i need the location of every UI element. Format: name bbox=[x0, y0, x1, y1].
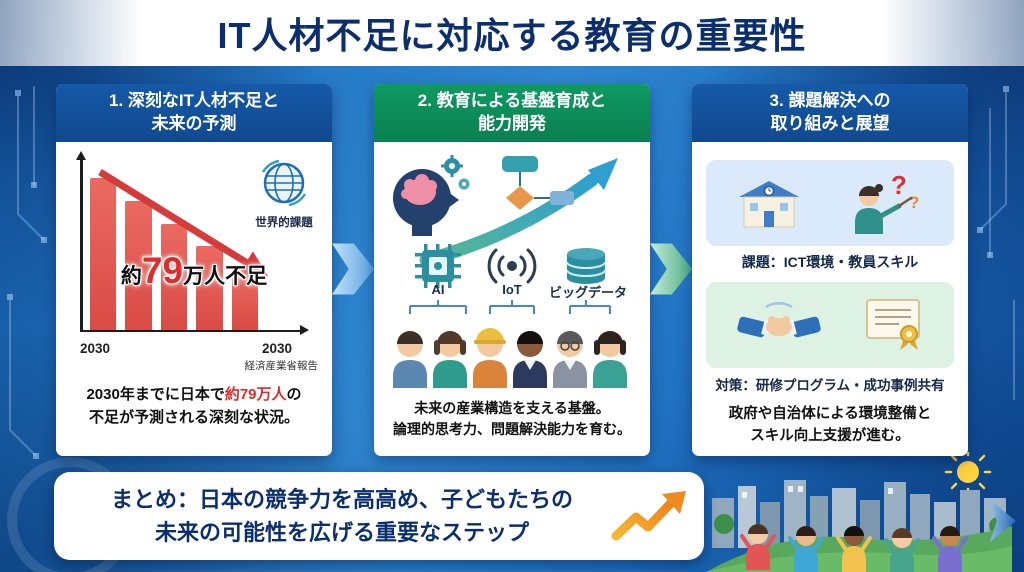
panel3-header-line1: 3. 課題解決への bbox=[769, 91, 891, 111]
panel3-header: 3. 課題解決への 取り組みと展望 bbox=[692, 84, 968, 142]
x-axis-label-left: 2030 bbox=[80, 341, 111, 356]
person-figure bbox=[433, 331, 467, 388]
certificate-icon bbox=[865, 299, 920, 350]
panel3-body: ? ? 課題：ICT環境・教員スキル bbox=[692, 142, 968, 456]
panel1-caption: 2030年までに日本で約79万人の 不足が予測される深刻な状況。 bbox=[66, 384, 322, 429]
caption-highlight: 約79万人 bbox=[224, 386, 287, 403]
panel1-header: 1. 深刻なIT人材不足と 未来の予測 bbox=[56, 84, 332, 142]
panel3-caption-line1: 政府や自治体による環境整備と bbox=[728, 406, 932, 422]
caption-line2: 不足が予測される深刻な状況。 bbox=[88, 408, 299, 426]
panel1-body: 世界的課題 約79万人不足 2030 2030 経済産業省報告 2030年までに… bbox=[56, 142, 332, 456]
iot-signal-icon bbox=[487, 248, 537, 284]
panel2-caption: 未来の産業構造を支える基盤。 論理的思考力、問題解決能力を育む。 bbox=[386, 398, 638, 440]
brain-thinking-icon bbox=[393, 155, 470, 236]
child-figure bbox=[836, 526, 872, 572]
education-graphic bbox=[393, 155, 627, 388]
bar bbox=[160, 223, 188, 330]
upward-trend-arrow-icon bbox=[611, 491, 686, 541]
panel2-caption-line1: 未来の産業構造を支える基盤。 bbox=[414, 400, 610, 416]
connector-lines bbox=[409, 300, 611, 314]
bar-chart-bars bbox=[90, 178, 259, 330]
panel2-body: AI IoT ビッグデータ 未来の産業構造を支える基盤。 論理的思考力、問題解決… bbox=[374, 142, 650, 456]
x-axis-label-right: 2030 bbox=[261, 341, 292, 356]
workforce-people-illustration bbox=[393, 328, 627, 388]
child-figure bbox=[788, 526, 824, 572]
shortage-suffix: 万人不足 bbox=[183, 265, 268, 288]
bar bbox=[231, 269, 259, 330]
chart-x-axis bbox=[80, 326, 309, 335]
child-figure bbox=[740, 524, 776, 570]
question-mark-large: ? bbox=[891, 170, 907, 200]
caption-part2: の bbox=[286, 386, 302, 403]
panel-initiatives: 3. 課題解決への 取り組みと展望 ? ? bbox=[692, 84, 968, 456]
label-bigdata: ビッグデータ bbox=[548, 285, 627, 300]
panel2-header-line2: 能力開発 bbox=[478, 114, 546, 133]
solution-card bbox=[706, 282, 954, 368]
globe-label: 世界的課題 bbox=[255, 217, 313, 229]
summary-banner: まとめ：日本の競争力を高高め、子どもたちの 未来の可能性を広げる重要なステップ bbox=[54, 472, 704, 560]
teacher-with-questions-icon: ? ? bbox=[854, 170, 919, 234]
title-band: IT人材不足に対応する教育の重要性 bbox=[0, 0, 1024, 66]
question-mark-small: ? bbox=[909, 193, 919, 212]
children-city-illustration bbox=[706, 452, 1012, 572]
panel1-header-line2: 未来の予測 bbox=[151, 114, 237, 133]
child-figure bbox=[884, 528, 920, 572]
sun-icon bbox=[944, 452, 992, 496]
person-figure bbox=[553, 331, 587, 388]
shortage-prefix: 約 bbox=[120, 265, 142, 288]
child-figure bbox=[932, 526, 968, 572]
label-iot: IoT bbox=[502, 282, 522, 297]
person-figure bbox=[593, 331, 627, 388]
panel2-caption-line2: 論理的思考力、問題解決能力を育む。 bbox=[393, 421, 631, 437]
panel1-header-line1: 1. 深刻なIT人材不足と bbox=[108, 91, 279, 111]
panel3-caption: 政府や自治体による環境整備と スキル向上支援が進む。 bbox=[702, 404, 958, 448]
big-data-database-icon bbox=[566, 248, 606, 284]
panel3-header-line2: 取り組みと展望 bbox=[770, 114, 890, 133]
children-figures bbox=[740, 524, 968, 572]
bar bbox=[90, 178, 117, 330]
page-title: IT人材不足に対応する教育の重要性 bbox=[217, 15, 807, 56]
issue-label: 課題：ICT環境・教員スキル bbox=[741, 254, 919, 270]
shortage-headline: 約79万人不足 bbox=[66, 250, 322, 292]
label-ai: AI bbox=[431, 282, 445, 297]
caption-part1: 2030年までに日本で bbox=[86, 386, 225, 403]
solution-label: 対策：研修プログラム・成功事例共有 bbox=[715, 378, 945, 393]
bar bbox=[196, 246, 223, 330]
bar bbox=[125, 200, 152, 330]
handshake-icon bbox=[736, 302, 821, 338]
person-figure bbox=[393, 331, 427, 388]
ai-chip-icon bbox=[415, 244, 461, 288]
panel-it-shortage: 1. 深刻なIT人材不足と 未来の予測 bbox=[56, 84, 332, 456]
summary-text: まとめ：日本の競争力を高高め、子どもたちの 未来の可能性を広げる重要なステップ bbox=[74, 483, 610, 549]
panel2-header-line1: 2. 教育による基盤育成と bbox=[417, 91, 607, 111]
declining-trend-arrow-icon bbox=[98, 169, 269, 276]
panel3-caption-line2: スキル向上支援が進む。 bbox=[750, 427, 910, 444]
chart-source-note: 経済産業省報告 bbox=[244, 360, 319, 372]
globe-icon bbox=[261, 159, 307, 207]
global-issue-badge: 世界的課題 bbox=[248, 158, 320, 230]
chart-y-axis bbox=[76, 151, 85, 330]
panel-education: 2. 教育による基盤育成と 能力開発 bbox=[374, 84, 650, 456]
panel2-illustration: AI IoT ビッグデータ bbox=[386, 148, 638, 396]
issue-card: ? ? bbox=[706, 160, 954, 246]
school-icon bbox=[738, 181, 799, 228]
shortage-number: 79 bbox=[141, 250, 184, 291]
summary-line1: まとめ：日本の競争力を高高め、子どもたちの bbox=[110, 487, 573, 512]
panel2-header: 2. 教育による基盤育成と 能力開発 bbox=[374, 84, 650, 142]
person-figure bbox=[473, 328, 507, 388]
person-figure bbox=[513, 331, 547, 388]
flowchart-icon bbox=[502, 156, 574, 210]
summary-line2: 未来の可能性を広げる重要なステップ bbox=[154, 520, 529, 545]
shortage-bar-chart: 世界的課題 約79万人不足 2030 2030 経済産業省報告 bbox=[66, 150, 322, 380]
